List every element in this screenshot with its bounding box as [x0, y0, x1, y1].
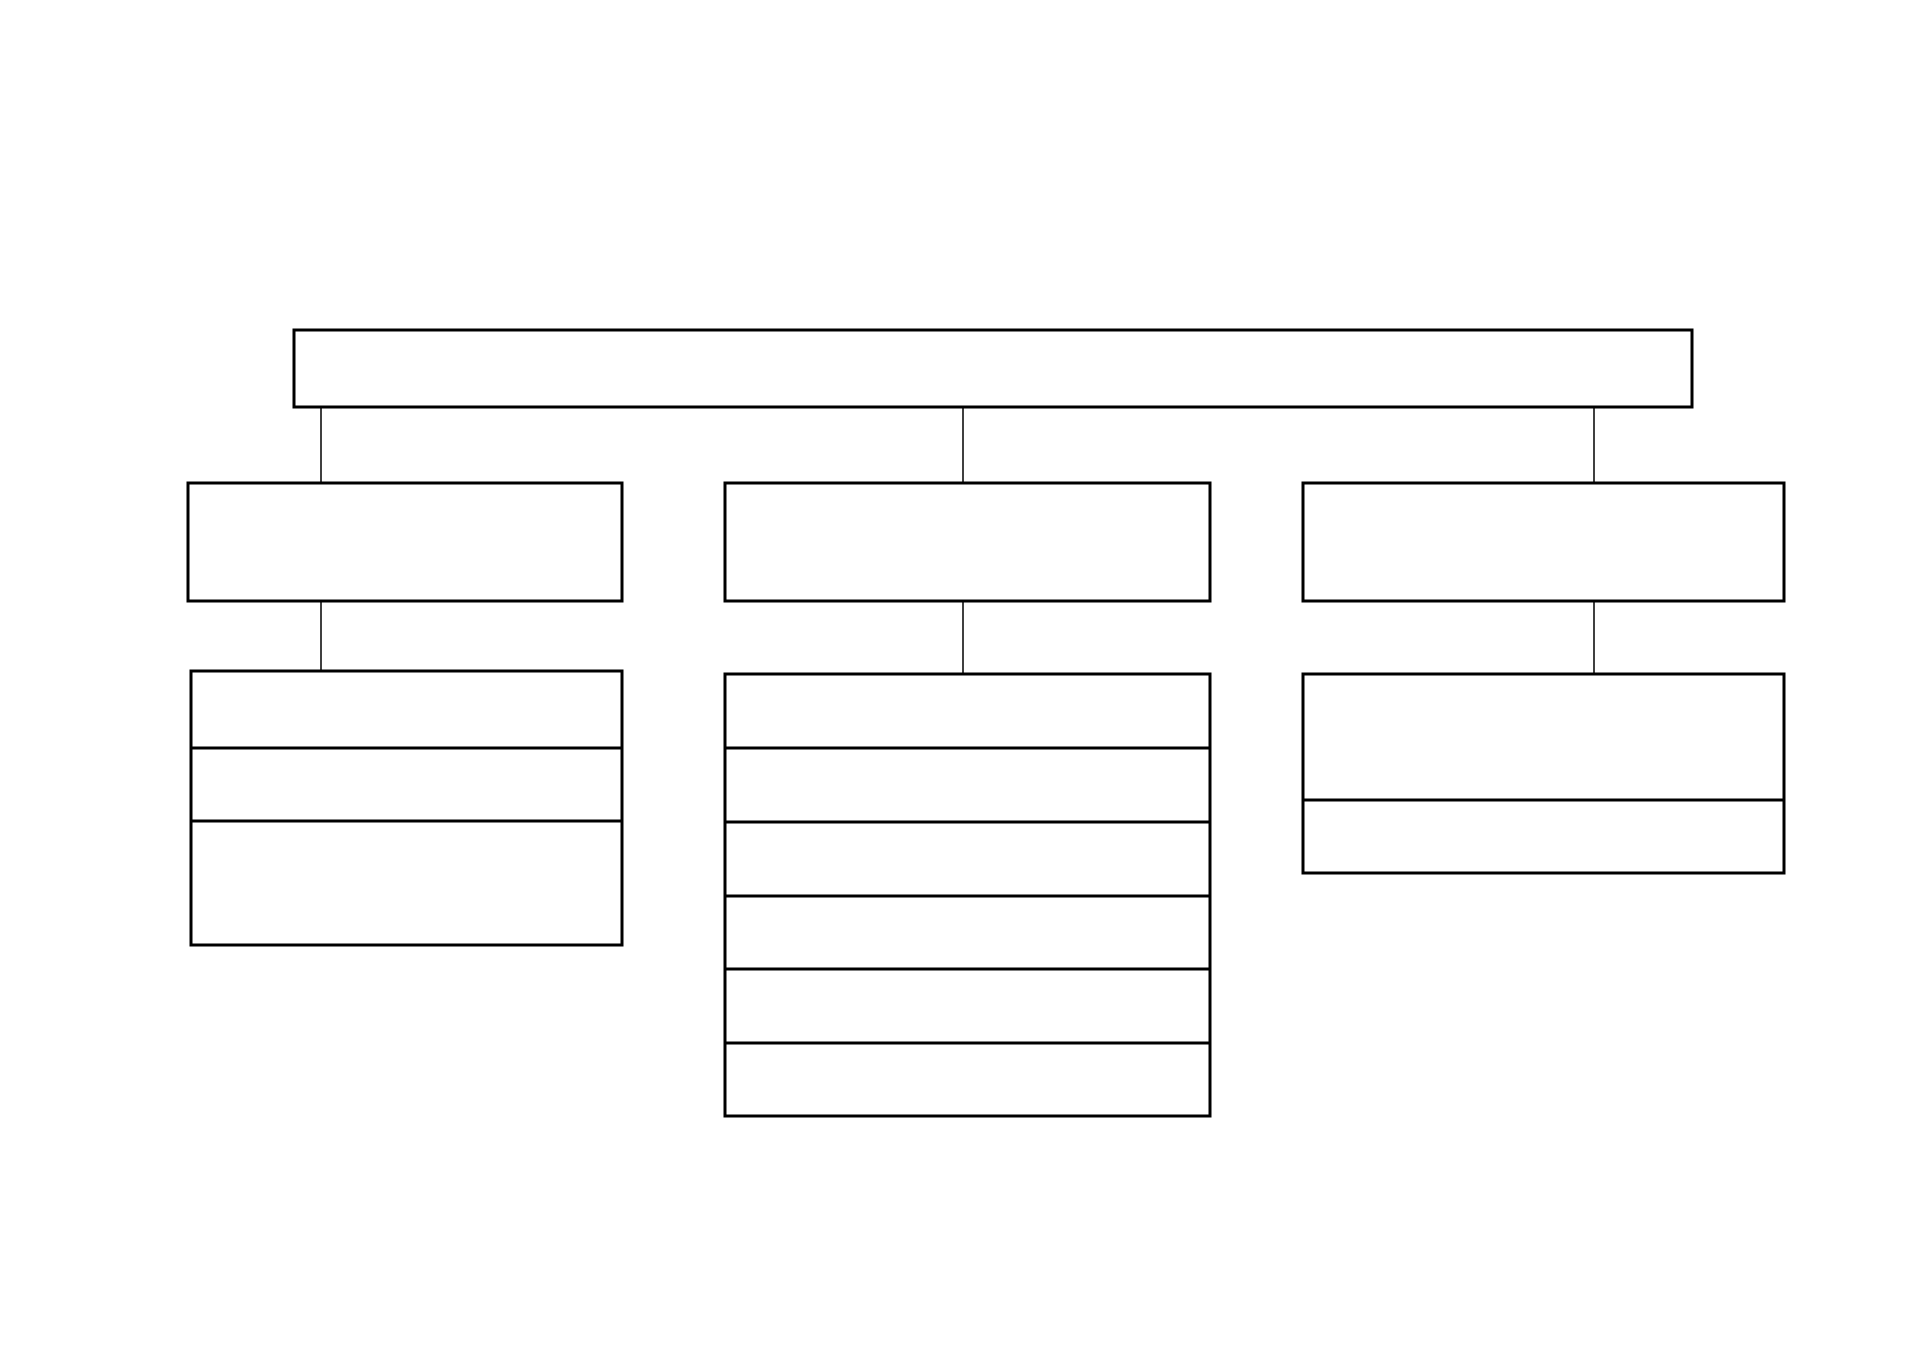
branch-node-3 — [1301, 481, 1786, 603]
branch-node-1 — [186, 481, 624, 603]
root-node — [292, 328, 1694, 409]
branch-1-list — [189, 669, 624, 947]
branch-2-list — [723, 672, 1212, 1118]
branch-3-list — [1301, 672, 1786, 875]
branch-node-2 — [723, 481, 1212, 603]
